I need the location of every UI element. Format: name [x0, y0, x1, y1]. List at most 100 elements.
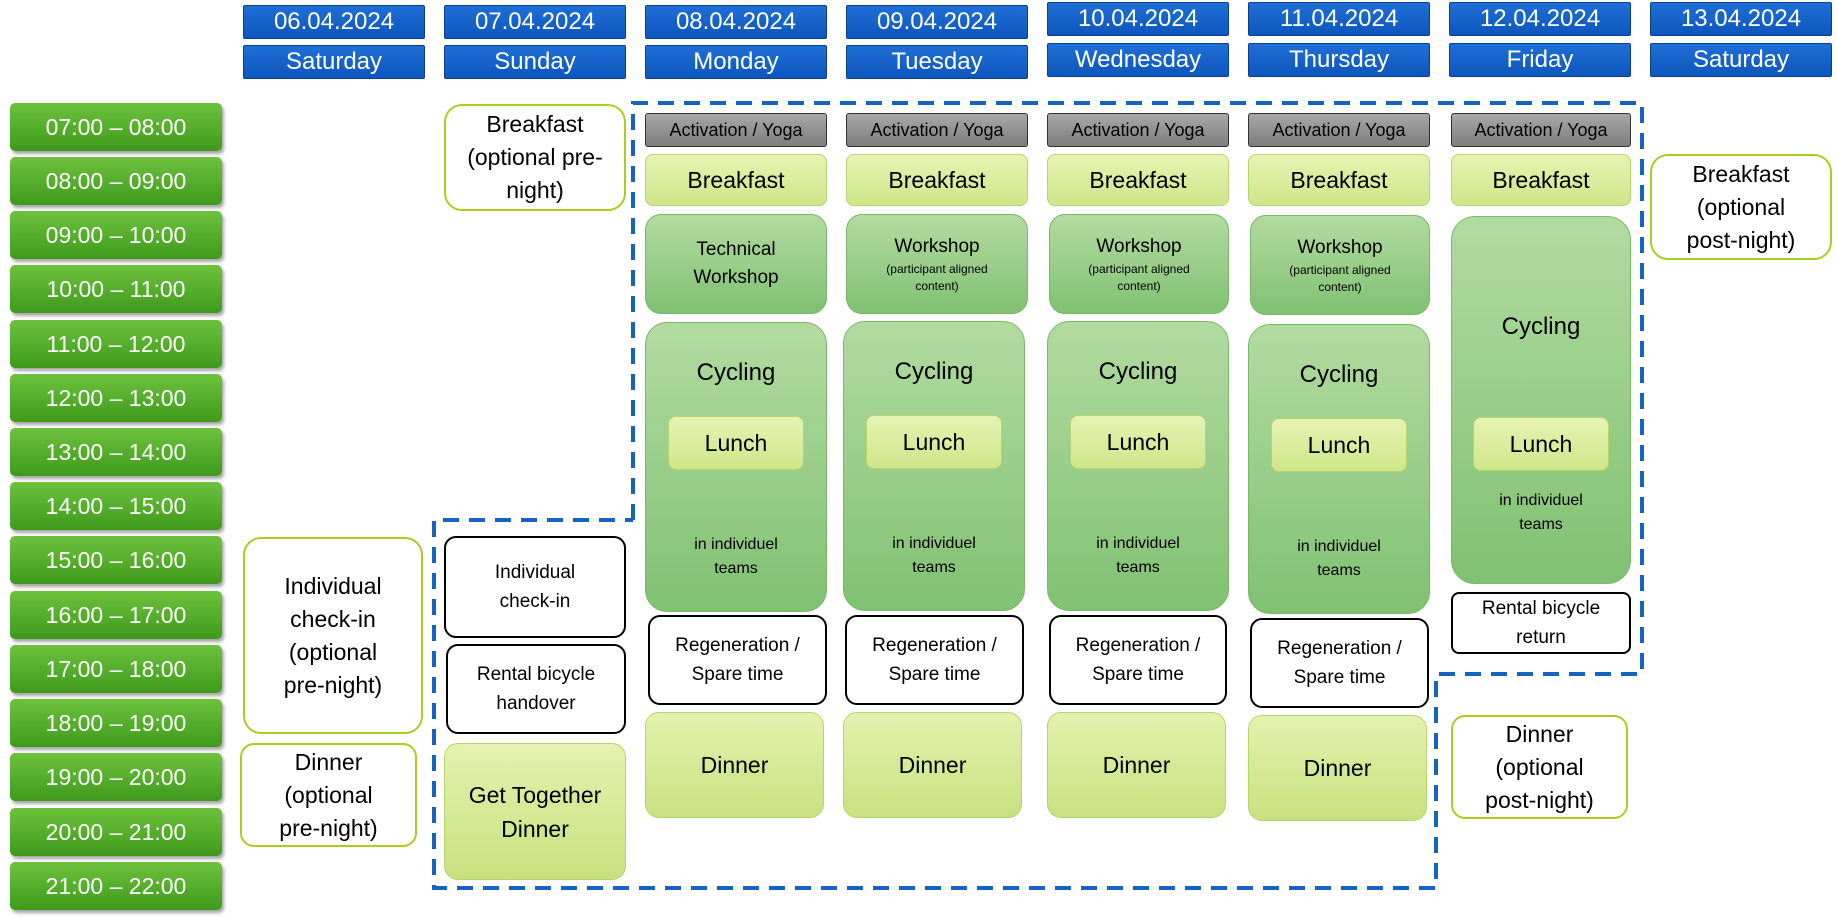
event-breakfast-pre-night: Breakfast (optional pre- night)	[444, 104, 626, 211]
event-text: return	[1516, 627, 1566, 648]
date-label: 06.04.2024	[243, 5, 425, 39]
time-slot: 11:00 – 12:00	[10, 320, 222, 368]
event-text: night)	[506, 177, 564, 203]
event-text: (optional	[284, 781, 373, 808]
event-cycling: Cycling Lunch in individuel teams	[1047, 321, 1229, 611]
time-slot: 21:00 – 22:00	[10, 862, 222, 910]
event-activation-yoga: Activation / Yoga	[645, 113, 827, 147]
event-text: Workshop	[693, 267, 779, 288]
event-title: Workshop	[1297, 237, 1383, 258]
event-cycling: Cycling Lunch in individuel teams	[1451, 216, 1631, 584]
event-breakfast: Breakfast	[1248, 154, 1430, 206]
time-slot: 07:00 – 08:00	[10, 103, 222, 151]
event-cycling: Cycling Lunch in individuel teams	[1248, 324, 1430, 614]
event-text: handover	[496, 693, 576, 714]
event-text: Regeneration /	[1277, 638, 1402, 659]
event-dinner: Dinner	[645, 712, 824, 818]
event-text: Individual	[494, 562, 576, 583]
event-title: Cycling	[1098, 358, 1178, 385]
time-slot: 14:00 – 15:00	[10, 482, 222, 530]
event-bicycle-handover: Rental bicycle handover	[446, 644, 626, 734]
date-label: 13.04.2024	[1650, 2, 1832, 36]
event-text: in individuel	[1499, 492, 1583, 509]
event-breakfast-post-night: Breakfast (optional post-night)	[1650, 154, 1832, 260]
event-workshop: Workshop (participant aligned content)	[1250, 215, 1430, 315]
event-workshop: Workshop (participant aligned content)	[846, 214, 1028, 314]
time-slot: 10:00 – 11:00	[10, 265, 222, 313]
event-activation-yoga: Activation / Yoga	[1047, 113, 1229, 147]
event-subtitle: (participant aligned	[1289, 263, 1391, 277]
event-lunch: Lunch	[1070, 415, 1206, 469]
event-text: Regeneration /	[675, 635, 800, 656]
time-slot: 20:00 – 21:00	[10, 808, 222, 856]
time-slot: 15:00 – 16:00	[10, 536, 222, 584]
event-text: in individuel	[694, 536, 778, 553]
event-dinner: Dinner	[1047, 712, 1226, 818]
event-text: Spare time	[888, 664, 981, 685]
event-subtitle: content)	[915, 279, 959, 293]
event-regeneration: Regeneration / Spare time	[648, 615, 827, 705]
date-label: 07.04.2024	[444, 5, 626, 39]
time-slot: 12:00 – 13:00	[10, 374, 222, 422]
event-breakfast: Breakfast	[846, 154, 1028, 206]
event-text: (optional	[1696, 193, 1786, 220]
event-activation-yoga: Activation / Yoga	[1248, 113, 1430, 147]
event-note: in individuel teams	[1048, 530, 1228, 582]
event-regeneration: Regeneration / Spare time	[1049, 615, 1227, 705]
time-slot: 19:00 – 20:00	[10, 753, 222, 801]
event-cycling: Cycling Lunch in individuel teams	[843, 321, 1025, 611]
weekday-label: Friday	[1449, 43, 1631, 77]
event-subtitle: (participant aligned	[886, 262, 988, 276]
weekday-label: Wednesday	[1047, 43, 1229, 77]
event-text: in individuel	[1096, 535, 1180, 552]
time-slot: 08:00 – 09:00	[10, 157, 222, 205]
event-text: Dinner	[501, 815, 569, 842]
event-title: Cycling	[696, 359, 776, 386]
event-text: teams	[1317, 562, 1361, 579]
event-dinner-post-night: Dinner (optional post-night)	[1451, 715, 1628, 819]
weekday-label: Saturday	[243, 45, 425, 79]
event-text: teams	[1116, 559, 1160, 576]
event-text: (optional	[288, 638, 378, 665]
event-text: teams	[714, 560, 758, 577]
event-text: Dinner	[294, 748, 363, 775]
event-note: in individuel teams	[1249, 533, 1429, 585]
event-workshop: Workshop (participant aligned content)	[1049, 214, 1229, 314]
time-slot: 13:00 – 14:00	[10, 428, 222, 476]
event-text: Regeneration /	[872, 635, 997, 656]
event-text: check-in	[290, 605, 376, 632]
event-text: (optional	[1495, 753, 1584, 780]
event-activation-yoga: Activation / Yoga	[846, 113, 1028, 147]
event-lunch: Lunch	[668, 416, 804, 470]
event-title: Cycling	[1299, 361, 1379, 388]
event-text: Breakfast	[486, 111, 584, 137]
time-slot: 18:00 – 19:00	[10, 699, 222, 747]
event-get-together-dinner: Get Together Dinner	[444, 743, 626, 880]
event-title: Workshop	[894, 236, 980, 257]
time-slot: 17:00 – 18:00	[10, 645, 222, 693]
event-title: Cycling	[894, 358, 974, 385]
event-text: Spare time	[691, 664, 784, 685]
event-text: pre-night)	[279, 814, 378, 841]
event-lunch: Lunch	[866, 415, 1002, 469]
event-dinner: Dinner	[1248, 715, 1427, 821]
event-text: teams	[912, 559, 956, 576]
date-label: 08.04.2024	[645, 5, 827, 39]
event-dinner: Dinner	[843, 712, 1022, 818]
event-cycling: Cycling Lunch in individuel teams	[645, 322, 827, 612]
event-text: in individuel	[1297, 538, 1381, 555]
event-text: post-night)	[1686, 226, 1796, 253]
event-note: in individuel teams	[646, 531, 826, 583]
event-subtitle: (participant aligned	[1088, 262, 1190, 276]
date-label: 11.04.2024	[1248, 2, 1430, 36]
event-subtitle: content)	[1318, 280, 1362, 294]
weekday-label: Tuesday	[846, 45, 1028, 79]
event-breakfast: Breakfast	[1451, 154, 1631, 206]
event-note: in individuel teams	[1452, 487, 1630, 539]
event-text: Rental bicycle	[476, 664, 596, 685]
event-technical-workshop: Technical Workshop	[645, 214, 827, 314]
event-text: Regeneration /	[1075, 635, 1201, 656]
weekday-label: Monday	[645, 45, 827, 79]
date-label: 10.04.2024	[1047, 2, 1229, 36]
event-regeneration: Regeneration / Spare time	[1250, 618, 1429, 708]
